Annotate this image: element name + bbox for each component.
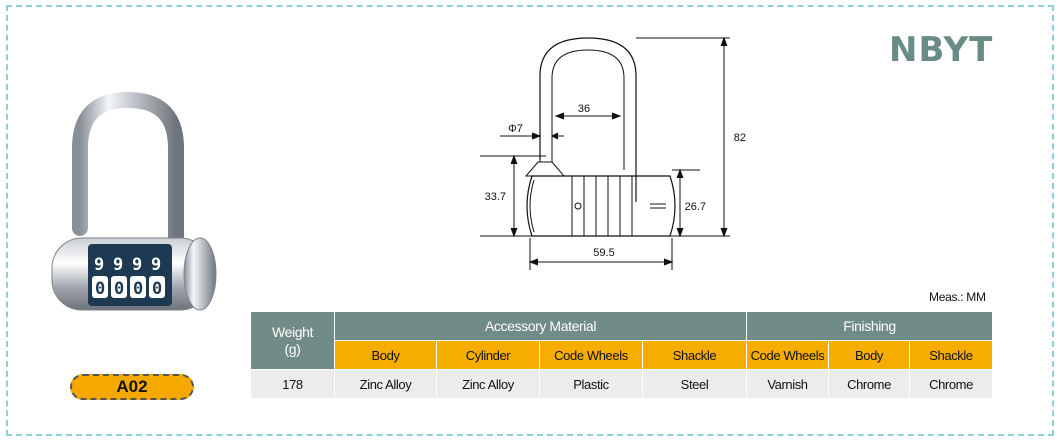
col-header-finish-shackle: Shackle [909, 340, 993, 370]
combination-padlock-photo: 9 9 9 9 0 0 0 0 [51, 91, 217, 311]
col-header-finish-body: Body [828, 340, 910, 370]
cell-finish-body: Chrome [828, 369, 910, 399]
cell-cylinder: Zinc Alloy [436, 369, 540, 399]
dim-body-height: 33.7 [485, 191, 506, 203]
cell-finish-code-wheels: Varnish [746, 369, 829, 399]
cell-weight: 178 [250, 369, 335, 399]
dial-digit: 9 [151, 255, 161, 275]
cell-shackle: Steel [642, 369, 747, 399]
col-header-code-wheels: Code Wheels [539, 340, 643, 370]
model-badge: A02 [70, 374, 194, 400]
dial-digit: 0 [114, 279, 124, 299]
dial-digit: 9 [113, 255, 123, 275]
dim-total-height: 82 [734, 132, 746, 144]
dim-shackle-diameter: Φ7 [508, 123, 523, 135]
cell-body: Zinc Alloy [334, 369, 437, 399]
cell-code-wheels: Plastic [539, 369, 643, 399]
col-header-cylinder: Cylinder [436, 340, 540, 370]
dial-digit: 0 [152, 279, 162, 299]
col-header-body: Body [334, 340, 437, 370]
table-row: 178 Zinc Alloy Zinc Alloy Plastic Steel … [250, 369, 993, 399]
cell-finish-shackle: Chrome [909, 369, 993, 399]
dial-digit: 9 [132, 255, 142, 275]
accessory-material-header: Accessory Material [334, 311, 747, 341]
dial-digit: 0 [133, 279, 143, 299]
brand-logo: NBYT [889, 30, 994, 70]
dashed-frame [6, 5, 1054, 436]
spec-table: Weight (g) Accessory Material Finishing … [250, 311, 993, 399]
dial-digit: 9 [94, 255, 104, 275]
dim-wheel-height: 26.7 [685, 201, 706, 213]
finishing-header: Finishing [746, 311, 993, 341]
measure-unit: Meas.: MM [929, 290, 986, 304]
dim-body-width: 59.5 [593, 247, 614, 259]
col-header-finish-code-wheels: Code Wheels [746, 340, 829, 370]
weight-header: Weight (g) [250, 311, 335, 370]
dial-digit: 0 [95, 279, 105, 299]
dim-shackle-width: 36 [578, 103, 590, 115]
col-header-shackle: Shackle [642, 340, 747, 370]
padlock-dimension-drawing: 36 82 Φ7 33.7 26.7 59.5 [480, 36, 746, 270]
